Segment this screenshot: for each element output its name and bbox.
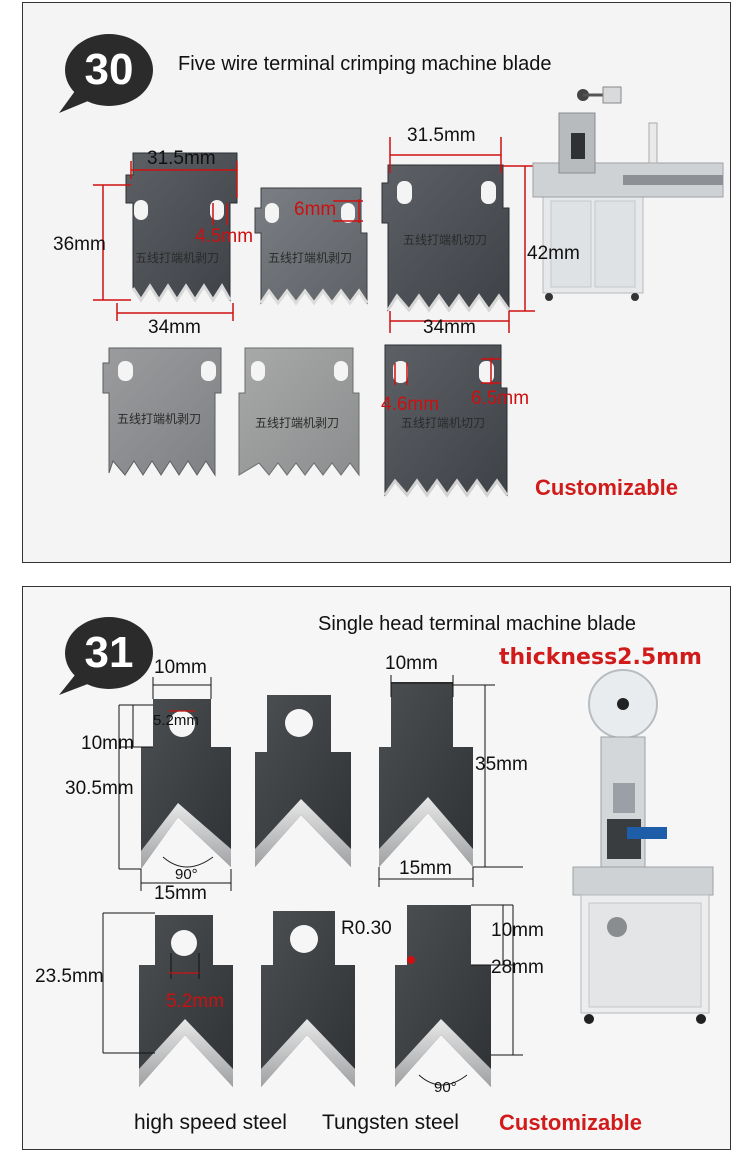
blade-top-right: 五线打端机切刀: [381, 164, 511, 313]
blade-engraving: 五线打端机剥刀: [268, 251, 352, 265]
dimension-lines-31: [102, 675, 523, 1056]
dim-width-15-left: 15mm: [154, 883, 207, 904]
blade-bottom-middle: 五线打端机剥刀: [238, 347, 360, 477]
dim-width-15-right: 15mm: [399, 858, 452, 879]
dim-angle-bottom: 90°: [434, 1079, 457, 1096]
panel-30-graphics: 五线打端机剥刀 五线打端机剥刀 五线打端机切刀 五线打端机剥刀: [59, 34, 724, 498]
badge-number: 31: [84, 628, 134, 677]
panel-single-head-blade: 31 Single head terminal machine blade th…: [22, 586, 731, 1150]
dim-height-left: 36mm: [53, 234, 106, 255]
dim-hole-5-2-top: 5.2mm: [153, 712, 199, 729]
dim-height-28: 28mm: [491, 957, 544, 978]
dim-angle-top: 90°: [175, 866, 198, 883]
blade-top-left: 五线打端机剥刀: [125, 152, 238, 303]
blade-engraving: 五线打端机剥刀: [117, 412, 201, 426]
dim-radius: R0.30: [341, 918, 392, 939]
blade-bottom-right: 五线打端机切刀: [383, 344, 509, 498]
badge-31-bubble: [59, 617, 153, 695]
dimension-lines-30: [93, 137, 535, 385]
machine-photo-31: [572, 669, 714, 1024]
blade-v-bottom-right: [395, 905, 491, 1087]
blade-engraving: 五线打端机剥刀: [255, 416, 339, 430]
dim-top-width-right: 10mm: [385, 653, 438, 674]
thickness-label: thickness2.5mm: [499, 645, 702, 670]
dim-neck-10: 10mm: [81, 733, 134, 754]
dim-height-right: 42mm: [527, 243, 580, 264]
blade-v-top-middle: [255, 695, 351, 867]
panel-31-graphics: [59, 617, 714, 1087]
section-30-title: Five wire terminal crimping machine blad…: [178, 53, 552, 75]
dim-top-width-left: 10mm: [154, 657, 207, 678]
dim-hole-4-6: 4.6mm: [381, 394, 440, 415]
dim-hole-6-5: 6.5mm: [471, 388, 530, 409]
blade-top-middle: 五线打端机剥刀: [254, 187, 369, 306]
blade-v-bottom-middle: [261, 911, 355, 1087]
blade-v-top-right: [379, 682, 473, 867]
section-31-title: Single head terminal machine blade: [318, 613, 636, 635]
badge-31: 31: [65, 617, 153, 689]
dim-width-top-right: 31.5mm: [407, 125, 476, 146]
badge-30: 30: [65, 34, 153, 106]
dim-height-30-5: 30.5mm: [65, 778, 134, 799]
dim-width-top-left: 31.5mm: [147, 148, 216, 169]
dim-hole-4-5: 4.5mm: [195, 226, 254, 247]
dim-height-35: 35mm: [475, 754, 528, 775]
blade-engraving: 五线打端机切刀: [401, 416, 485, 430]
machine-photo-30: [532, 86, 724, 301]
dim-hole-6: 6mm: [294, 199, 337, 220]
blade-v-bottom-left: [139, 915, 233, 1087]
dim-neck-10-right: 10mm: [491, 920, 544, 941]
material-hss: high speed steel: [134, 1111, 287, 1134]
blade-v-top-left: [141, 699, 231, 869]
badge-number: 30: [84, 45, 134, 94]
customizable-label-31: Customizable: [499, 1110, 643, 1135]
dim-width-bottom-right: 34mm: [423, 317, 476, 338]
dim-height-23-5: 23.5mm: [35, 966, 104, 987]
material-tungsten: Tungsten steel: [322, 1111, 459, 1134]
dim-hole-5-2-bottom: 5.2mm: [166, 991, 225, 1012]
badge-30-bubble: [59, 34, 153, 113]
blade-engraving: 五线打端机剥刀: [135, 251, 219, 265]
dimension-lines-31-red: [169, 710, 199, 974]
blade-bottom-left: 五线打端机剥刀: [102, 347, 222, 477]
dim-width-bottom-left: 34mm: [148, 317, 201, 338]
panel-five-wire-blade: 五线打端机剥刀 五线打端机剥刀 五线打端机切刀 五线打端机剥刀: [22, 2, 731, 563]
customizable-label-30: Customizable: [535, 475, 679, 500]
blade-engraving: 五线打端机切刀: [403, 233, 487, 247]
